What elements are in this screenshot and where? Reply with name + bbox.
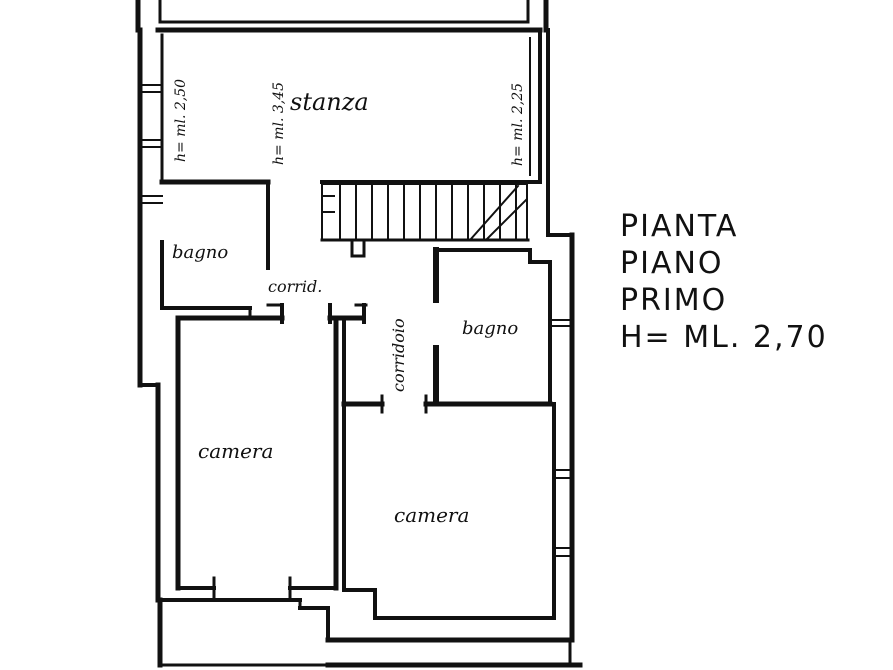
room-label-camera-left: camera bbox=[198, 439, 273, 463]
staircase bbox=[320, 183, 530, 258]
height-label-mid: h= ml. 3,45 bbox=[271, 82, 287, 165]
outer-wall-left bbox=[137, 27, 164, 603]
stanza-walls bbox=[155, 27, 550, 244]
room-label-corridoio-short: corrid. bbox=[268, 277, 322, 296]
bagno-left-walls bbox=[160, 240, 270, 320]
bagno-right-walls bbox=[434, 232, 575, 406]
room-label-corridoio: corridoio bbox=[389, 318, 408, 392]
plan-title-block: PIANTA PIANO PRIMO H= ML. 2,70 bbox=[620, 208, 828, 356]
title-line-piano: PIANO bbox=[620, 246, 724, 281]
room-label-bagno-left: bagno bbox=[172, 242, 228, 263]
height-label-right: h= ml. 2,25 bbox=[510, 83, 526, 166]
room-label-stanza: stanza bbox=[290, 88, 369, 116]
bottom-balcony bbox=[156, 597, 583, 668]
top-edge-walls bbox=[135, 0, 549, 33]
title-line-pianta: PIANTA bbox=[620, 209, 739, 244]
room-label-camera-right: camera bbox=[394, 503, 469, 527]
title-line-height: H= ML. 2,70 bbox=[620, 320, 828, 355]
height-label-left: h= ml. 2,50 bbox=[173, 79, 189, 162]
room-label-bagno-right: bagno bbox=[462, 318, 518, 339]
camera-left-walls bbox=[175, 315, 339, 600]
title-line-primo: PRIMO bbox=[620, 283, 728, 318]
camera-right-walls bbox=[342, 318, 575, 643]
corridor-walls bbox=[175, 247, 553, 414]
